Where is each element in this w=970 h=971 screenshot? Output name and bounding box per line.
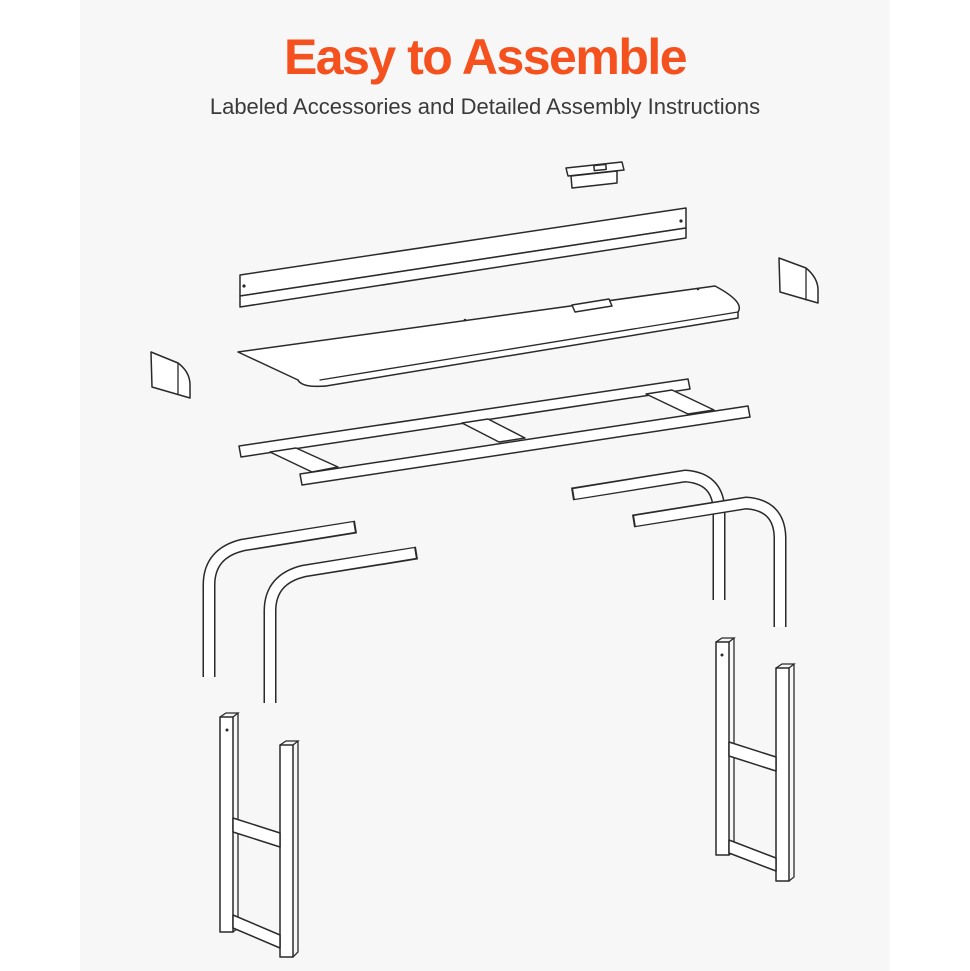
back-panel-part <box>239 207 687 308</box>
right-leg-pipes-part <box>570 469 787 627</box>
right-base-frame-part <box>715 637 796 882</box>
content-panel <box>80 0 890 971</box>
left-end-cap-part <box>150 351 191 399</box>
right-end-cap-part <box>778 257 819 304</box>
table-top-part <box>237 285 740 388</box>
power-outlet-part <box>565 161 625 189</box>
page-title: Easy to Assemble <box>283 29 688 85</box>
left-leg-pipes-part <box>202 520 419 703</box>
left-base-frame-part <box>219 712 300 958</box>
frame-part <box>238 378 751 486</box>
page-subtitle: Labeled Accessories and Detailed Assembl… <box>209 94 761 119</box>
